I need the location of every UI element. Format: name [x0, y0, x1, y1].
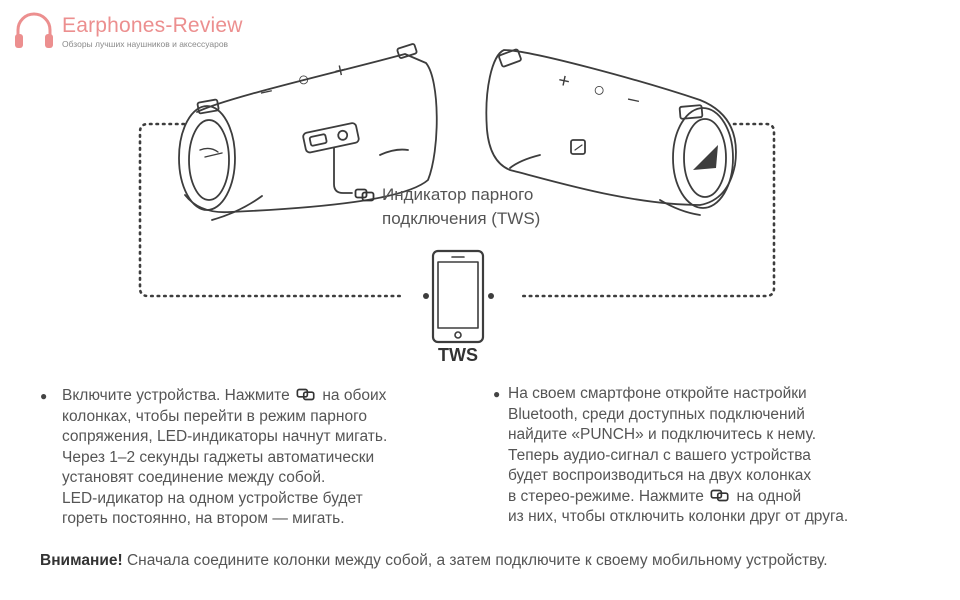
- instruction-text: в стерео-режиме. Нажмите: [508, 487, 704, 505]
- instructions-left: ● Включите устройства. Нажмите на обоих …: [40, 386, 440, 530]
- right-play-button: ○: [591, 78, 607, 102]
- instructions-right: ● На своем смартфоне откройте настройки …: [493, 384, 913, 528]
- instruction-line: установят соединение между собой.: [62, 469, 326, 486]
- logo-tagline: Обзоры лучших наушников и аксессуаров: [62, 39, 229, 49]
- instruction-line: LED-идикатор на одном устройстве будет: [62, 489, 363, 507]
- instruction-line: колонках, чтобы перейти в режим парного: [62, 407, 368, 425]
- left-speaker: [178, 43, 438, 221]
- speaker-logo-mark: [693, 145, 718, 170]
- connection-dot-right: [488, 293, 494, 299]
- instruction-text: на одной: [736, 487, 802, 505]
- headphones-icon: [15, 12, 53, 48]
- left-plus-button: +: [332, 59, 348, 83]
- right-speaker: [485, 48, 737, 216]
- instruction-line: будет воспроизводиться на двух колонках: [508, 467, 812, 484]
- left-play-button: ○: [295, 68, 311, 92]
- instruction-line: ● На своем смартфоне откройте настройки: [493, 384, 913, 405]
- instruction-line: Через 1–2 секунды гаджеты автоматически: [62, 448, 375, 466]
- link-icon: [296, 388, 315, 401]
- indicator-line-1: Индикатор парного: [382, 185, 534, 204]
- right-plus-button: +: [556, 69, 572, 93]
- instruction-text: На своем смартфоне откройте настройки: [508, 385, 807, 402]
- warning-label: Внимание!: [40, 552, 123, 569]
- instruction-line: Bluetooth, среди доступных подключений: [508, 405, 805, 423]
- right-minus-button: –: [626, 87, 642, 111]
- link-icon: [354, 188, 375, 202]
- instruction-line: ● Включите устройства. Нажмите на обоих: [40, 386, 440, 407]
- warning-note: Внимание! Сначала соедините колонки межд…: [40, 552, 828, 570]
- instruction-line: из них, чтобы отключить колонки друг от …: [508, 508, 849, 525]
- bullet-icon: ●: [493, 387, 501, 401]
- instruction-text: Включите устройства. Нажмите: [62, 387, 290, 404]
- instruction-line: найдите «PUNCH» и подключитесь к нему.: [508, 426, 817, 443]
- instruction-line: в стерео-режиме. Нажмите на одной: [493, 487, 913, 508]
- site-logo[interactable]: Earphones-Review Обзоры лучших наушников…: [12, 8, 252, 56]
- instruction-text: на обоих: [322, 387, 387, 404]
- connection-path: [138, 122, 776, 298]
- instruction-line: гореть постоянно, на втором — мигать.: [62, 510, 345, 527]
- smartphone-icon: [431, 249, 485, 344]
- indicator-line-2: подключения (TWS): [382, 209, 541, 228]
- left-minus-button: –: [258, 79, 274, 103]
- bullet-icon: ●: [40, 389, 48, 403]
- instruction-line: сопряжения, LED-индикаторы начнут мигать…: [62, 428, 388, 445]
- link-icon: [710, 489, 729, 501]
- instruction-line: Теперь аудио-сигнал с вашего устройства: [508, 446, 811, 464]
- warning-text: Сначала соедините колонки между собой, а…: [122, 552, 828, 569]
- tws-label: TWS: [438, 345, 478, 365]
- connection-dot-left: [423, 293, 429, 299]
- logo-name: Earphones-Review: [62, 14, 243, 37]
- tws-diagram: – ○ + + ○ –: [138, 43, 776, 344]
